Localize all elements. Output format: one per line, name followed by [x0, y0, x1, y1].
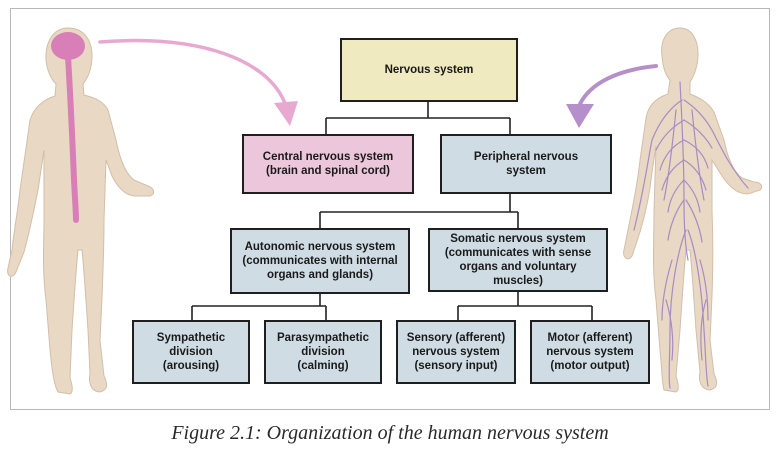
cns-label-line2: (brain and spinal cord) — [266, 165, 390, 177]
cns-box: Central nervous system (brain and spinal… — [242, 134, 414, 194]
motor-box: Motor (afferent) nervous system (motor o… — [530, 320, 650, 384]
pns-label-line1: Peripheral nervous — [473, 151, 579, 163]
pns-box: Peripheral nervous system — [440, 134, 612, 194]
tree-connectors — [191, 102, 593, 320]
autonomic-label-line2: (communicates with internal — [242, 255, 398, 267]
sensory-label-line1: Sensory (afferent) — [406, 332, 506, 344]
motor-label-line1: Motor (afferent) — [547, 332, 633, 344]
sympathetic-box: Sympathetic division (arousing) — [132, 320, 250, 384]
figure-caption: Figure 2.1: Organization of the human ne… — [171, 422, 609, 444]
arrow-right-icon — [566, 64, 658, 128]
arrow-left-icon — [98, 38, 298, 126]
somatic-label-line2: (communicates with sense — [444, 247, 592, 259]
sensory-box: Sensory (afferent) nervous system (senso… — [396, 320, 516, 384]
human-figure-pns-icon — [623, 27, 763, 393]
sensory-label-line3: (sensory input) — [414, 360, 498, 372]
diagram-illustration — [7, 27, 763, 395]
motor-label-line2: nervous system — [546, 346, 634, 358]
sympathetic-label-line2: division — [169, 346, 213, 358]
autonomic-label-line1: Autonomic nervous system — [244, 241, 396, 253]
parasympathetic-label-line1: Parasympathetic — [276, 332, 370, 344]
human-figure-cns-icon — [7, 27, 155, 395]
sensory-label-line2: nervous system — [412, 346, 500, 358]
parasympathetic-label-line3: (calming) — [297, 360, 349, 372]
somatic-label-line1: Somatic nervous system — [450, 233, 586, 245]
cns-label-line1: Central nervous system — [262, 151, 394, 163]
nervous-system-label: Nervous system — [384, 64, 474, 76]
autonomic-label-line3: organs and glands) — [266, 269, 374, 281]
somatic-label-line3: organs and voluntary muscles) — [459, 261, 577, 287]
pns-label-line2: system — [506, 165, 546, 177]
motor-label-line3: (motor output) — [550, 360, 630, 372]
nervous-system-box: Nervous system — [340, 38, 518, 102]
parasympathetic-label-line2: division — [301, 346, 345, 358]
sympathetic-label-line1: Sympathetic — [156, 332, 226, 344]
somatic-box: Somatic nervous system (communicates wit… — [428, 228, 608, 292]
autonomic-box: Autonomic nervous system (communicates w… — [230, 228, 410, 294]
parasympathetic-box: Parasympathetic division (calming) — [264, 320, 382, 384]
sympathetic-label-line3: (arousing) — [162, 360, 220, 372]
